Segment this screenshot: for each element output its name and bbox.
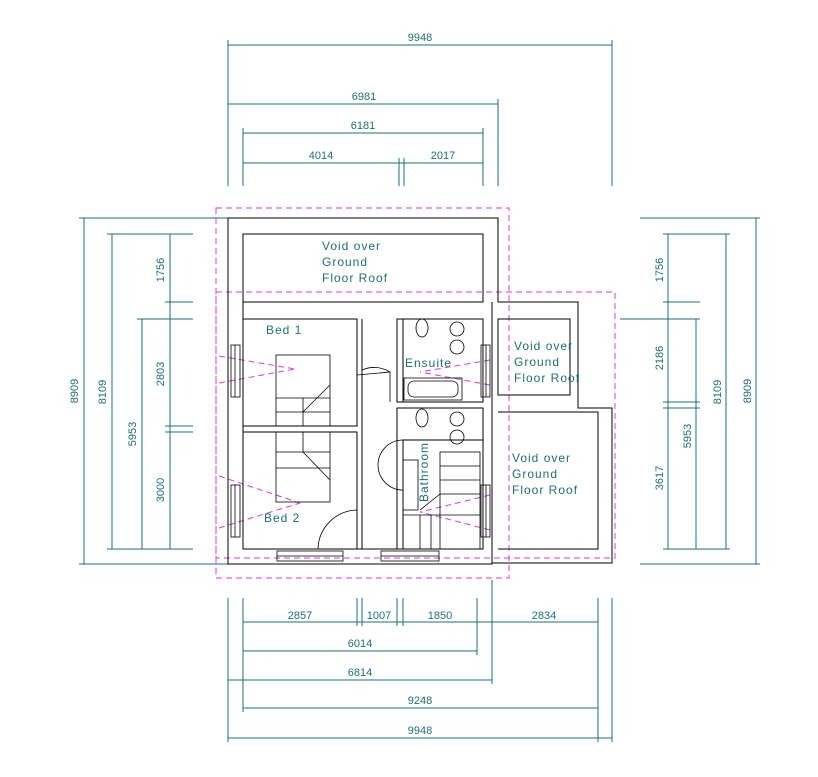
bottom-dimensions: 2857 1007 1850 2834 6014 6814 9248 9948 [227, 580, 613, 742]
label-void-right-top-2: Ground [514, 355, 560, 369]
fixtures [230, 318, 491, 562]
right-dimensions: 1756 2186 3617 5953 8109 8909 [620, 217, 760, 565]
dim-left-8909: 8909 [69, 379, 81, 403]
dim-left-8109: 8109 [97, 380, 109, 404]
top-dimensions: 9948 6981 6181 4014 2017 [227, 32, 613, 186]
label-void-right-top-1: Void over [514, 339, 573, 353]
dim-bottom-1850: 1850 [428, 610, 452, 622]
dim-bottom-6814: 6814 [348, 667, 372, 679]
dim-left-1756: 1756 [155, 258, 167, 282]
label-void-right-top-3: Floor Roof [514, 371, 580, 385]
dim-right-1756: 1756 [654, 258, 666, 282]
dim-left-2803: 2803 [155, 362, 167, 386]
dim-right-2186: 2186 [654, 346, 666, 370]
dim-left-3000: 3000 [155, 478, 167, 502]
dim-top-6981: 6981 [352, 91, 376, 103]
dim-bottom-9248: 9248 [408, 695, 432, 707]
label-bed-2: Bed 2 [264, 511, 300, 525]
label-void-top-2: Ground [322, 255, 368, 269]
label-void-top-1: Void over [322, 239, 381, 253]
dim-top-4014: 4014 [309, 150, 333, 162]
label-ensuite: Ensuite [405, 356, 452, 370]
dim-right-8109: 8109 [712, 380, 724, 404]
dim-bottom-1007: 1007 [367, 610, 391, 622]
dim-bottom-total: 9948 [408, 725, 432, 737]
label-void-right-bottom-3: Floor Roof [512, 483, 578, 497]
dim-bottom-6014: 6014 [348, 638, 372, 650]
label-bathroom: Bathroom [417, 442, 431, 502]
dim-top-6181: 6181 [351, 120, 375, 132]
label-void-right-bottom-1: Void over [512, 451, 571, 465]
dim-top-total: 9948 [408, 32, 432, 44]
dim-top-2017: 2017 [431, 150, 455, 162]
room-labels: Void over Ground Floor Roof Void over Gr… [264, 239, 580, 525]
dim-left-5953: 5953 [127, 422, 139, 446]
walls [227, 217, 613, 565]
label-void-top-3: Floor Roof [322, 271, 388, 285]
dim-right-5953: 5953 [682, 424, 694, 448]
left-dimensions: 8909 8109 5953 1756 2803 3000 [69, 217, 228, 565]
dim-bottom-2834: 2834 [532, 610, 556, 622]
label-void-right-bottom-2: Ground [512, 467, 558, 481]
dim-right-3617: 3617 [654, 466, 666, 490]
label-bed-1: Bed 1 [266, 323, 302, 337]
dim-right-8909: 8909 [742, 379, 754, 403]
dim-bottom-2857: 2857 [288, 610, 312, 622]
